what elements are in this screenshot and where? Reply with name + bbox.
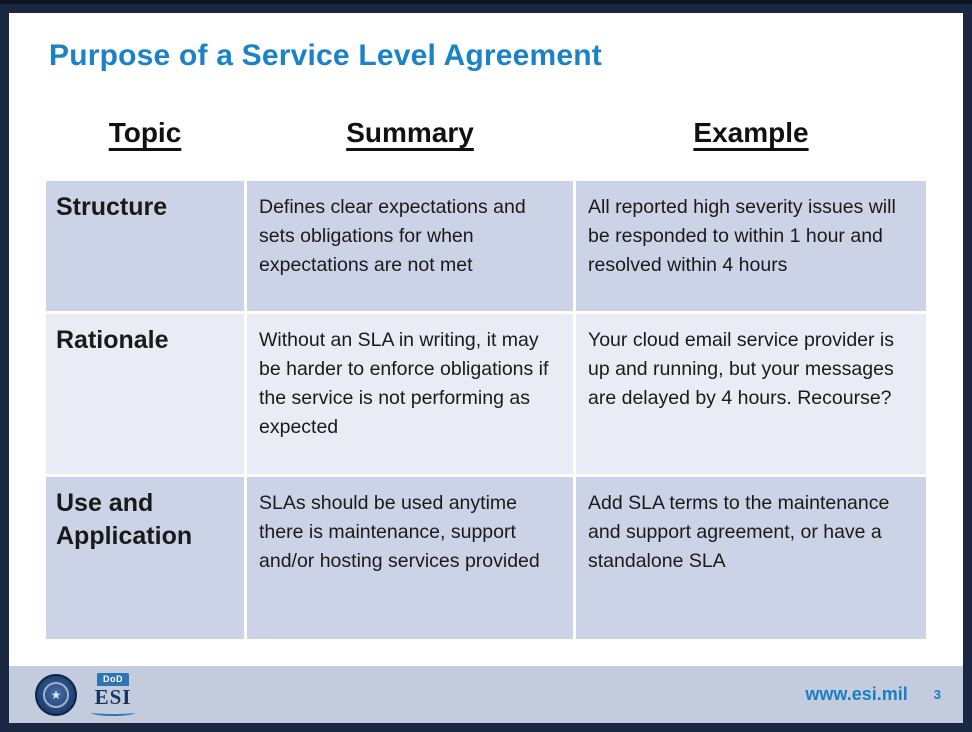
dod-seal-inner-icon: ★ <box>43 681 69 708</box>
dod-esi-logo-arc <box>91 709 135 716</box>
column-header-example: Example <box>693 117 809 148</box>
slide: Purpose of a Service Level Agreement Top… <box>9 13 963 723</box>
cell-example-structure: All reported high severity issues will b… <box>576 181 926 311</box>
cell-example-rationale: Your cloud email service provider is up … <box>576 314 926 474</box>
page-number: 3 <box>933 687 941 702</box>
dod-esi-logo-esi-label: ESI <box>94 685 132 709</box>
cell-summary-use-and-application: SLAs should be used anytime there is mai… <box>247 477 573 639</box>
column-header-summary: Summary <box>346 117 474 148</box>
cell-topic-structure: Structure <box>46 181 244 311</box>
column-header-topic: Topic <box>108 117 182 148</box>
cell-topic-use-and-application: Use and Application <box>46 477 244 639</box>
sla-table: Structure Defines clear expectations and… <box>46 181 926 639</box>
footer-logos: ★ DoD ESI <box>35 673 135 716</box>
website-link[interactable]: www.esi.mil <box>805 684 908 704</box>
page-title: Purpose of a Service Level Agreement <box>49 39 602 72</box>
cell-example-use-and-application: Add SLA terms to the maintenance and sup… <box>576 477 926 639</box>
footer: ★ DoD ESI www.esi.mil 3 <box>9 666 963 723</box>
footer-right: www.esi.mil 3 <box>805 684 941 705</box>
dod-esi-logo-dod-label: DoD <box>97 673 129 686</box>
table-header-row: Topic Summary Example <box>46 117 926 149</box>
cell-topic-rationale: Rationale <box>46 314 244 474</box>
dod-seal-icon: ★ <box>35 673 77 716</box>
cell-summary-rationale: Without an SLA in writing, it may be har… <box>247 314 573 474</box>
slide-border <box>0 0 972 4</box>
dod-esi-logo: DoD ESI <box>91 673 135 716</box>
cell-summary-structure: Defines clear expectations and sets obli… <box>247 181 573 311</box>
